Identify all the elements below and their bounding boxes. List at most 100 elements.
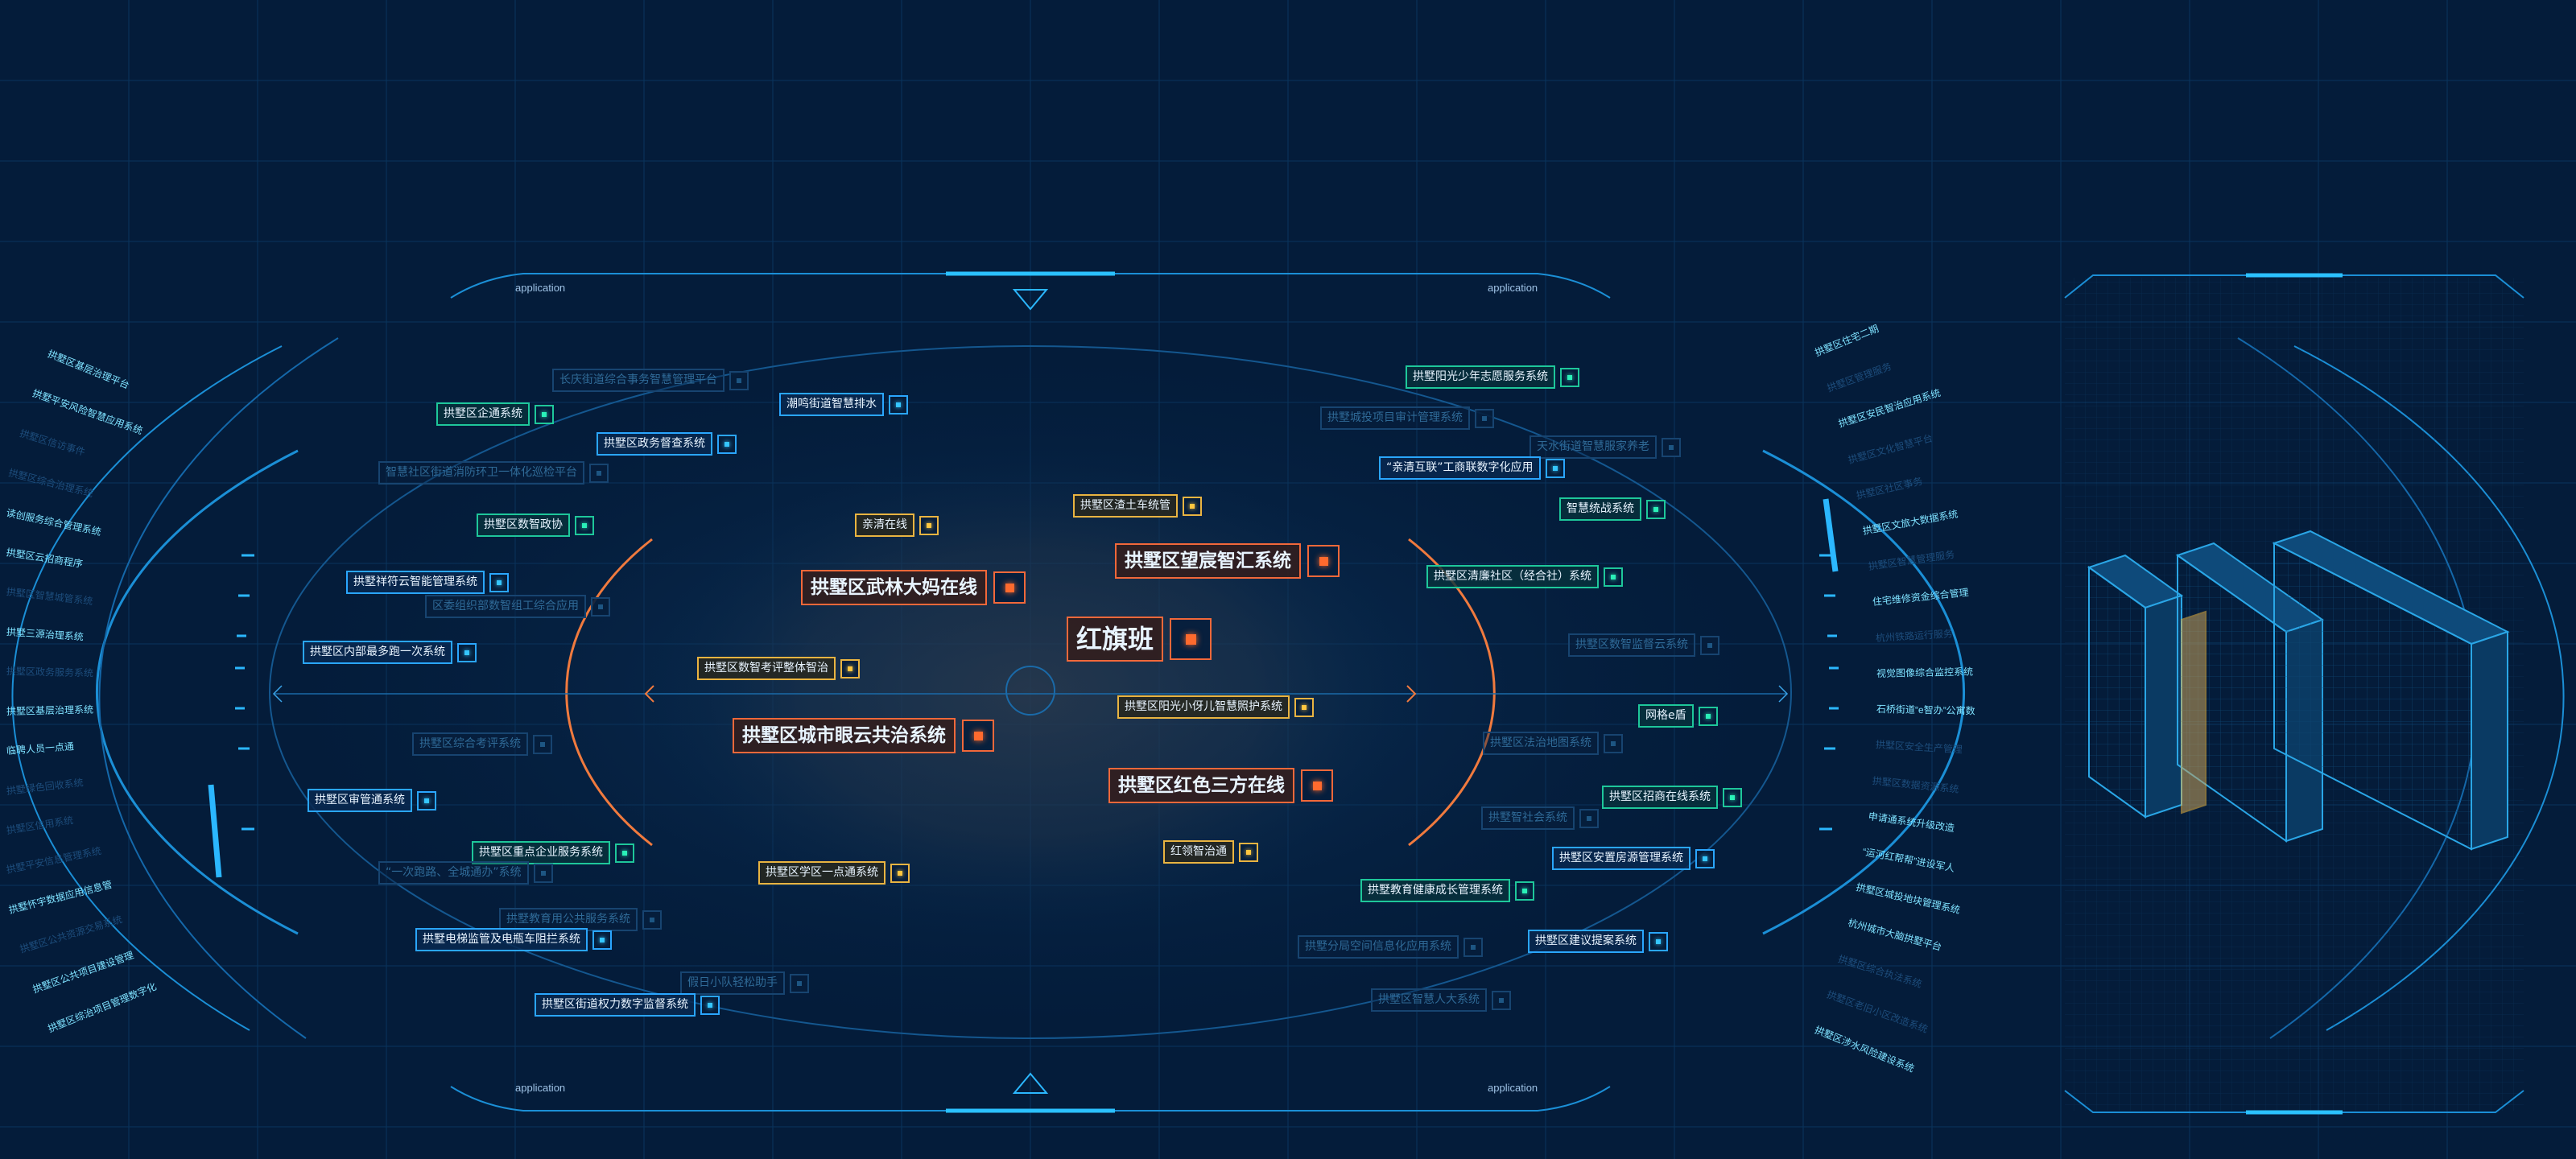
left-item-label: 拱墅祥符云智能管理系统 bbox=[346, 571, 485, 594]
right-item[interactable]: 智慧统战系统 bbox=[1559, 497, 1666, 521]
left-item-label: 拱墅电梯监管及电瓶车阻拦系统 bbox=[415, 928, 588, 951]
center-item-label: 拱墅区阳光小伢儿智慧照护系统 bbox=[1117, 695, 1290, 719]
right-item[interactable]: 拱墅区招商在线系统 bbox=[1602, 786, 1742, 809]
right-item-label: 智慧统战系统 bbox=[1559, 497, 1641, 521]
left-item-label: 假日小队轻松助手 bbox=[680, 971, 785, 995]
right-item[interactable]: 拱墅区数智监督云系统 bbox=[1568, 633, 1719, 657]
focus-marker-icon bbox=[962, 720, 994, 752]
node-marker-icon bbox=[1646, 499, 1666, 519]
node-marker-icon bbox=[1662, 437, 1681, 457]
right-item[interactable]: 拱墅城投项目审计管理系统 bbox=[1320, 406, 1494, 430]
right-item[interactable]: 拱墅区建议提案系统 bbox=[1528, 930, 1668, 953]
focus-marker-icon bbox=[840, 658, 860, 678]
left-item-label: 区委组织部数智组工综合应用 bbox=[425, 595, 586, 618]
node-marker-icon bbox=[533, 863, 553, 883]
left-item[interactable]: 拱墅区审管通系统 bbox=[308, 789, 436, 812]
center-item[interactable]: 亲清在线 bbox=[855, 514, 939, 537]
right-item[interactable]: 网格e盾 bbox=[1638, 704, 1718, 728]
node-marker-icon bbox=[790, 973, 809, 993]
focus-marker-icon bbox=[890, 863, 910, 883]
left-item-label: 拱墅区审管通系统 bbox=[308, 789, 412, 812]
right-item-label: 拱墅区招商在线系统 bbox=[1602, 786, 1718, 809]
right-item[interactable]: 拱墅阳光少年志愿服务系统 bbox=[1406, 365, 1579, 389]
center-item-label: 拱墅区望宸智汇系统 bbox=[1115, 543, 1301, 579]
center-item[interactable]: 拱墅区学区一点通系统 bbox=[758, 861, 910, 885]
center-item[interactable]: 拱墅区武林大妈在线 bbox=[801, 570, 1026, 605]
left-item-label: “一次跑路、全城通办”系统 bbox=[378, 861, 529, 885]
right-item[interactable]: 拱墅教育健康成长管理系统 bbox=[1360, 879, 1534, 902]
right-item[interactable]: 拱墅区法治地图系统 bbox=[1483, 732, 1623, 755]
node-marker-icon bbox=[1723, 787, 1742, 807]
right-item[interactable]: 拱墅分局空间信息化应用系统 bbox=[1298, 935, 1483, 959]
left-item[interactable]: “一次跑路、全城通办”系统 bbox=[378, 861, 553, 885]
right-item-label: 拱墅区法治地图系统 bbox=[1483, 732, 1599, 755]
right-arc-item[interactable]: 石桥街道“e智办”公寓数 bbox=[1876, 703, 1976, 717]
left-item[interactable]: 智慧社区街道消防环卫一体化巡检平台 bbox=[378, 461, 609, 485]
node-marker-icon bbox=[1515, 881, 1534, 901]
left-item[interactable]: 拱墅教育用公共服务系统 bbox=[499, 908, 662, 931]
node-marker-icon bbox=[1545, 458, 1565, 478]
left-item[interactable]: 潮鸣街道智慧排水 bbox=[779, 393, 908, 416]
right-item-label: 拱墅区安置房源管理系统 bbox=[1552, 847, 1690, 870]
triangle-up-icon bbox=[1012, 1072, 1049, 1094]
right-ticks bbox=[1819, 498, 1839, 831]
right-item-label: 拱墅区清廉社区（经合社）系统 bbox=[1426, 565, 1599, 588]
left-item[interactable]: 拱墅电梯监管及电瓶车阻拦系统 bbox=[415, 928, 612, 951]
left-item[interactable]: 拱墅区街道权力数字监督系统 bbox=[535, 993, 720, 1017]
right-arc-item[interactable]: 视觉图像综合监控系统 bbox=[1876, 666, 1974, 679]
left-item[interactable]: 拱墅区数智政协 bbox=[477, 514, 594, 537]
node-marker-icon bbox=[489, 572, 509, 592]
node-marker-icon bbox=[889, 394, 908, 415]
left-item-label: 潮鸣街道智慧排水 bbox=[779, 393, 884, 416]
right-item-label: 天水街道智慧服家养老 bbox=[1530, 435, 1657, 459]
node-marker-icon bbox=[417, 790, 436, 810]
left-item[interactable]: 拱墅区政务督查系统 bbox=[597, 432, 737, 456]
center-item[interactable]: 拱墅区渣土车统管 bbox=[1073, 494, 1202, 518]
node-marker-icon bbox=[1649, 931, 1668, 951]
node-marker-icon bbox=[591, 596, 610, 617]
left-item[interactable]: 假日小队轻松助手 bbox=[680, 971, 809, 995]
left-item[interactable]: 拱墅区企通系统 bbox=[436, 402, 554, 426]
right-item-label: “亲清互联”工商联数字化应用 bbox=[1379, 456, 1541, 480]
application-tag: application bbox=[515, 1082, 566, 1094]
center-item[interactable]: 拱墅区阳光小伢儿智慧照护系统 bbox=[1117, 695, 1314, 719]
right-item[interactable]: “亲清互联”工商联数字化应用 bbox=[1379, 456, 1565, 480]
node-marker-icon bbox=[1604, 733, 1623, 753]
right-item[interactable]: 拱墅区安置房源管理系统 bbox=[1552, 847, 1715, 870]
node-marker-icon bbox=[457, 642, 477, 662]
center-item[interactable]: 拱墅区数智考评整体智治 bbox=[697, 657, 860, 680]
right-item[interactable]: 拱墅区智慧人大系统 bbox=[1371, 988, 1511, 1012]
left-ticks bbox=[208, 554, 254, 878]
node-marker-icon bbox=[1463, 937, 1483, 957]
right-item[interactable]: 拱墅智社会系统 bbox=[1481, 806, 1599, 830]
center-item-label: 拱墅区红色三方在线 bbox=[1108, 768, 1294, 803]
focus-marker-icon bbox=[1307, 545, 1340, 577]
center-item[interactable]: 拱墅区城市眼云共治系统 bbox=[733, 718, 994, 753]
left-item[interactable]: 拱墅区综合考评系统 bbox=[412, 732, 552, 756]
center-item-label: 红领智治通 bbox=[1163, 840, 1234, 864]
right-item-label: 拱墅区建议提案系统 bbox=[1528, 930, 1644, 953]
center-title-label: 红旗班 bbox=[1067, 617, 1164, 662]
left-item[interactable]: 拱墅祥符云智能管理系统 bbox=[346, 571, 509, 594]
axis-line bbox=[272, 666, 1789, 716]
left-item[interactable]: 区委组织部数智组工综合应用 bbox=[425, 595, 610, 618]
left-arc-item[interactable]: 拱墅区基层治理系统 bbox=[6, 703, 94, 717]
center-item[interactable]: 拱墅区望宸智汇系统 bbox=[1115, 543, 1340, 579]
left-item-label: 拱墅区街道权力数字监督系统 bbox=[535, 993, 696, 1017]
server-rack-icon bbox=[2087, 530, 2510, 851]
focus-marker-icon bbox=[993, 571, 1026, 604]
center-item-label: 拱墅区学区一点通系统 bbox=[758, 861, 886, 885]
left-arc-item[interactable]: 拱墅区政务服务系统 bbox=[6, 666, 94, 679]
center-item[interactable]: 拱墅区红色三方在线 bbox=[1108, 768, 1333, 803]
triangle-down-icon bbox=[1012, 289, 1049, 311]
center-title[interactable]: 红旗班 bbox=[1067, 617, 1212, 662]
left-item-label: 拱墅区企通系统 bbox=[436, 402, 530, 426]
center-item-label: 亲清在线 bbox=[855, 514, 914, 537]
left-item-label: 拱墅区数智政协 bbox=[477, 514, 570, 537]
right-item[interactable]: 拱墅区清廉社区（经合社）系统 bbox=[1426, 565, 1623, 588]
center-item[interactable]: 红领智治通 bbox=[1163, 840, 1258, 864]
left-item[interactable]: 长庆街道综合事务智慧管理平台 bbox=[552, 369, 749, 392]
right-item[interactable]: 天水街道智慧服家养老 bbox=[1530, 435, 1681, 459]
application-tag: application bbox=[515, 282, 566, 294]
left-item[interactable]: 拱墅区内部最多跑一次系统 bbox=[303, 641, 477, 664]
